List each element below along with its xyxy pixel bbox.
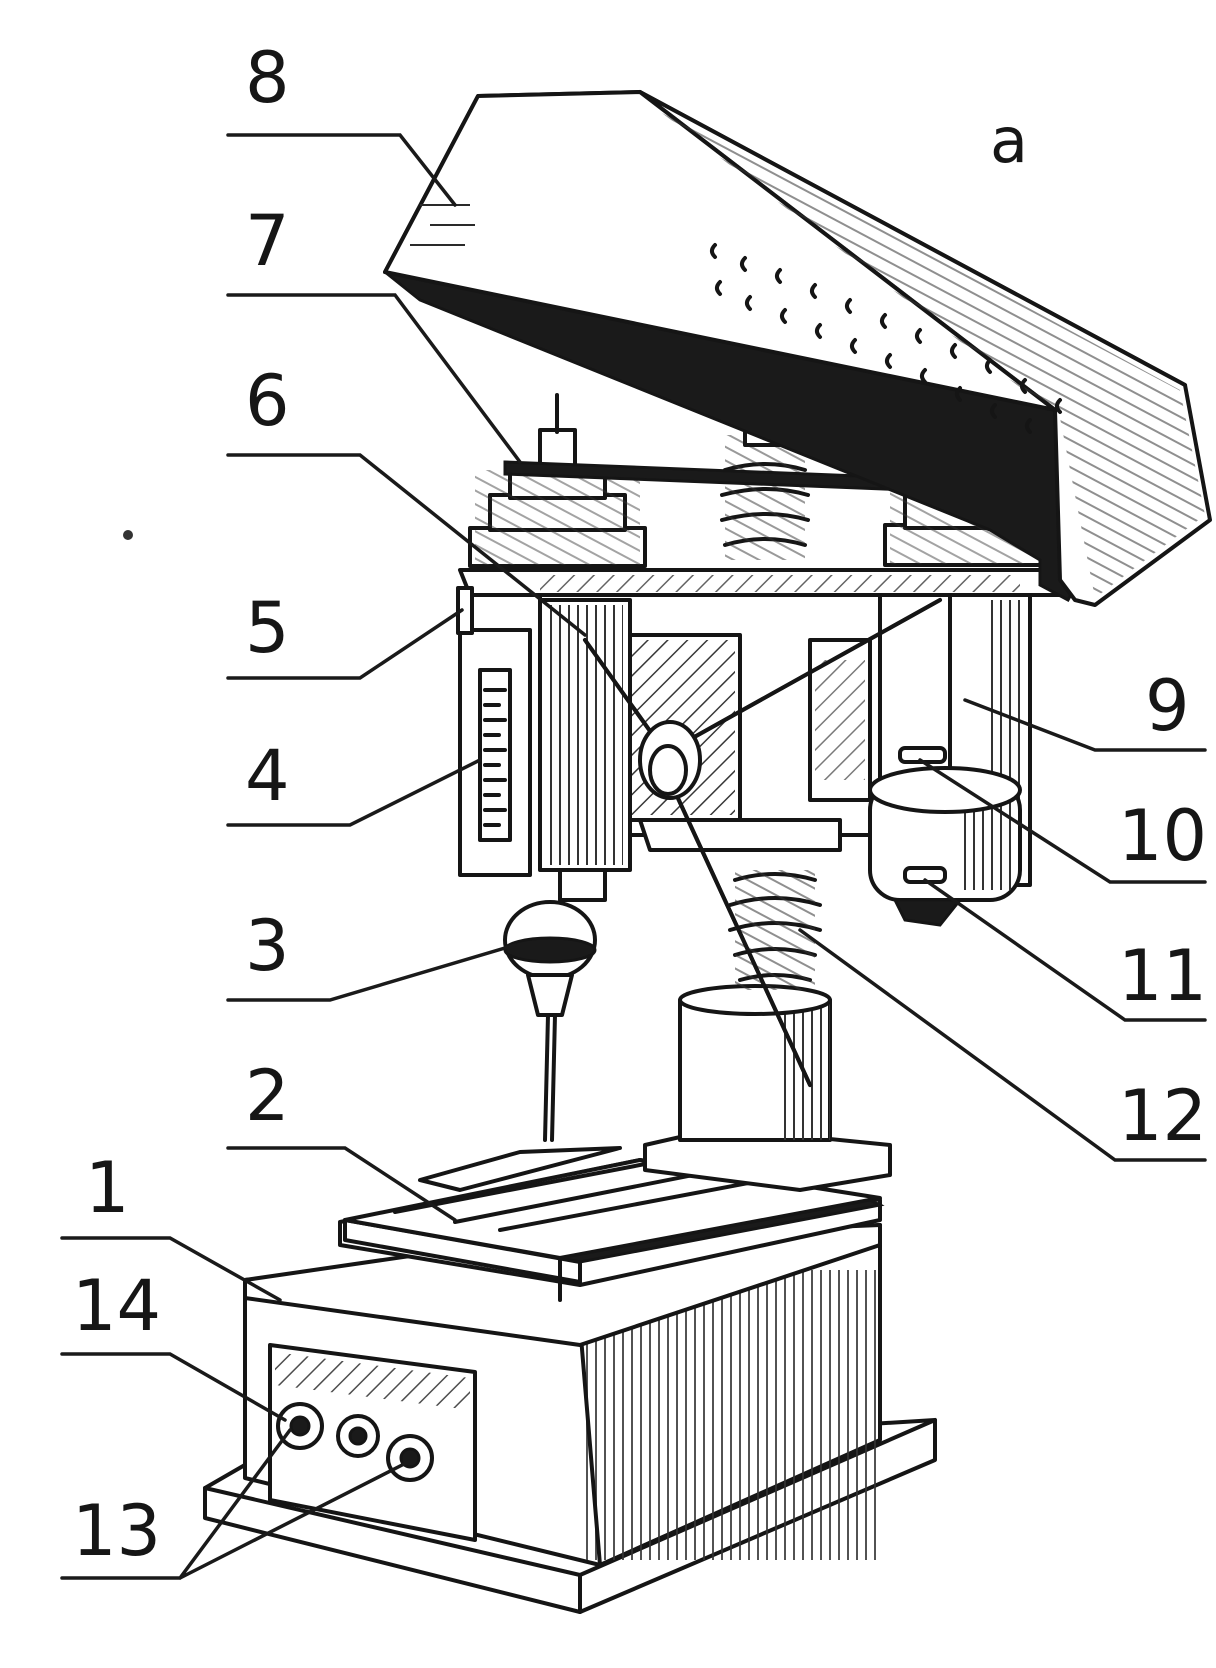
depth-scale <box>456 586 532 877</box>
vent-slots <box>710 243 1062 434</box>
chuck <box>503 868 607 1142</box>
label-6: 6 <box>245 360 290 442</box>
label-7: 7 <box>245 200 290 282</box>
column-base <box>643 984 892 1192</box>
label-10: 10 <box>1118 795 1207 877</box>
label-14: 14 <box>72 1265 161 1347</box>
knob-middle <box>336 1414 380 1458</box>
panel-letter: a <box>990 104 1028 177</box>
label-4: 4 <box>245 735 290 817</box>
label-2: 2 <box>245 1055 290 1137</box>
label-12: 12 <box>1118 1075 1207 1157</box>
stray-dot <box>123 530 133 540</box>
label-3: 3 <box>245 905 290 987</box>
label-11: 11 <box>1118 935 1207 1017</box>
label-9: 9 <box>1145 665 1190 747</box>
label-13: 13 <box>72 1490 161 1572</box>
pulley-left <box>468 393 647 568</box>
knob-right <box>386 1434 434 1482</box>
label-5: 5 <box>245 587 290 669</box>
part-labels: 8 7 6 5 4 3 2 1 14 13 9 10 11 12 a <box>72 37 1207 1572</box>
feed-handles <box>583 598 942 1087</box>
leader-lines <box>60 133 1207 1580</box>
control-panel <box>268 1343 477 1542</box>
pulley-middle <box>720 423 810 560</box>
label-1: 1 <box>85 1147 130 1229</box>
label-8: 8 <box>245 37 290 119</box>
belt-guard <box>383 90 1212 607</box>
column-spring <box>728 870 822 990</box>
knob-left <box>276 1402 324 1450</box>
